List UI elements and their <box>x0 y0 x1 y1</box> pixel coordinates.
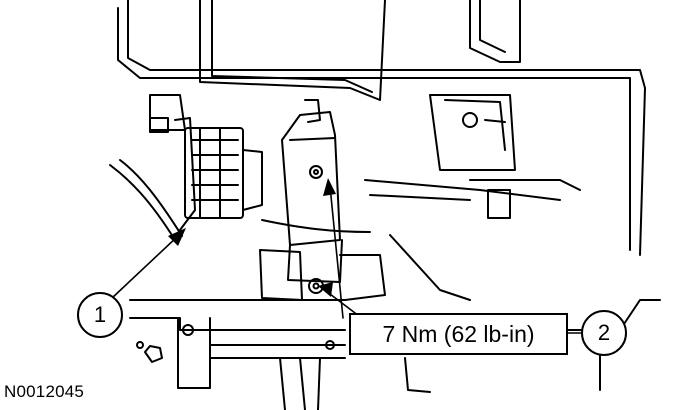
center-block <box>259 99 386 301</box>
callout-number-1: 1 <box>93 302 107 327</box>
callout-circle-2 <box>581 310 627 356</box>
upper-housing <box>117 0 646 256</box>
callout-number-2: 2 <box>597 320 611 345</box>
leader-lines <box>111 185 583 334</box>
torque-spec-label: 7 Nm (62 lb-in) <box>349 313 568 355</box>
callout-circle-1 <box>77 292 123 338</box>
figure-id: N0012045 <box>4 382 85 401</box>
connector-module <box>174 117 263 231</box>
cables <box>109 159 561 301</box>
lower-frame <box>129 299 661 410</box>
right-bracket <box>429 94 581 219</box>
arrowheads <box>168 178 336 297</box>
